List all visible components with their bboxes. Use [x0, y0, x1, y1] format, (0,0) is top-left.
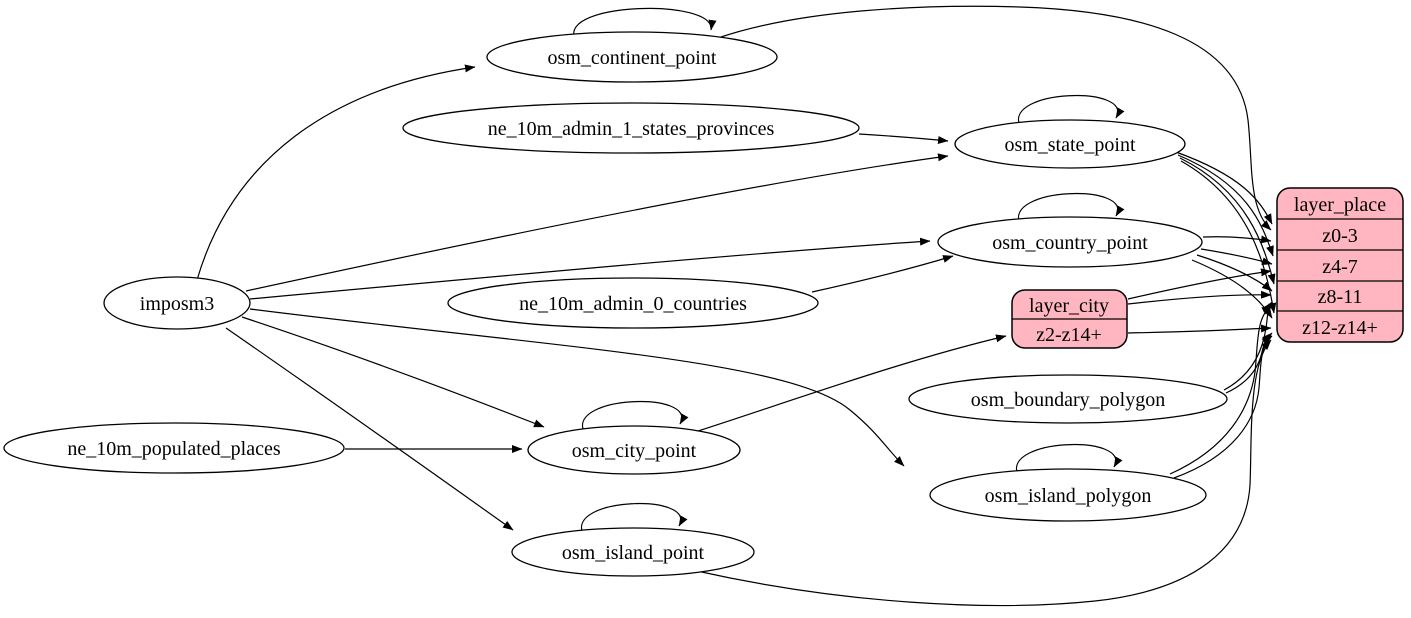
node-ne_10m_populated_places: ne_10m_populated_places [3, 422, 345, 474]
edge-layer_city-to-layer_place-z12-z14 [1127, 324, 1272, 334]
node-osm_continent_point-shape [486, 31, 778, 83]
record-layer_place-row-z0-3: z0-3 [1322, 225, 1358, 247]
edge-imposm3-to-osm_state_point [245, 153, 949, 292]
record-layer_place-row-z8-11: z8-11 [1318, 286, 1363, 308]
record-layer_place-title: layer_place [1294, 194, 1386, 216]
record-layer_place-row-z4-7: z4-7 [1322, 256, 1358, 278]
edge-ne_10m_admin_1_states_provinces-to-osm_state_point [858, 133, 949, 144]
edge-self-loop-osm_country_point [1017, 192, 1125, 225]
edge-self-loop-osm_city_point [581, 400, 689, 433]
edge-osm_state_point-to-layer_place-z8-11 [1179, 157, 1276, 285]
node-ne_10m_admin_1_states_provinces-shape [402, 102, 860, 154]
node-osm_island_point-shape [511, 527, 755, 577]
edge-osm_island_point-to-layer_place-z12-z14 [696, 339, 1272, 607]
node-osm_country_point-shape [937, 216, 1203, 268]
node-osm_state_point-label: osm_state_point [1004, 134, 1136, 156]
edge-osm_island_polygon-to-layer_place-z12-z14 [1173, 335, 1273, 479]
node-osm_state_point: osm_state_point [954, 119, 1186, 169]
node-osm_continent_point: osm_continent_point [486, 31, 778, 83]
edge-ne_10m_admin_0_countries-to-osm_country_point [811, 255, 954, 293]
node-ne_10m_populated_places-label: ne_10m_populated_places [67, 438, 280, 460]
node-ne_10m_admin_0_countries-label: ne_10m_admin_0_countries [519, 293, 747, 315]
node-osm_island_point: osm_island_point [511, 527, 755, 577]
record-layer_place-box [1276, 187, 1404, 343]
edge-imposm3-to-osm_continent_point [196, 64, 476, 281]
edge-layer_city-to-layer_place-z8-11 [1127, 290, 1272, 305]
nodes-layer: imposm3 ne_10m_populated_places ne_10m_a… [3, 31, 1404, 577]
node-ne_10m_admin_0_countries-shape [447, 277, 819, 329]
node-osm_island_point-label: osm_island_point [562, 542, 705, 564]
edge-self-loop-osm_state_point [1017, 94, 1125, 127]
node-osm_city_point-label: osm_city_point [572, 440, 697, 462]
edge-osm_country_point-to-layer_place-z12-z14 [1191, 259, 1273, 319]
edge-osm_country_point-to-layer_place-z0-3 [1202, 235, 1272, 244]
edge-osm_island_polygon-to-layer_place-z8-11 [1169, 305, 1273, 475]
node-ne_10m_admin_1_states_provinces-label: ne_10m_admin_1_states_provinces [488, 118, 775, 140]
record-layer_place-row-z12-z14: z12-z14+ [1302, 317, 1378, 339]
edge-imposm3-to-osm_city_point [241, 316, 545, 428]
edge-imposm3-to-osm_island_point [225, 327, 514, 531]
node-osm_city_point: osm_city_point [527, 425, 741, 475]
edge-osm_continent_point-to-layer_place-z0-3 [717, 5, 1272, 231]
record-layer_place: layer_place z0-3 z4-7 z8-11 z12-z14+ [1276, 187, 1404, 343]
node-osm_boundary_polygon: osm_boundary_polygon [908, 374, 1228, 424]
node-osm_island_polygon-shape [929, 468, 1207, 522]
node-osm_city_point-shape [527, 425, 741, 475]
edge-imposm3-to-osm_country_point [249, 237, 931, 300]
node-imposm3: imposm3 [103, 276, 251, 330]
edge-osm_state_point-to-layer_place-z0-3 [1175, 151, 1273, 225]
node-osm_state_point-shape [954, 119, 1186, 169]
edge-imposm3-to-osm_island_polygon [249, 308, 905, 467]
node-osm_island_polygon: osm_island_polygon [929, 468, 1207, 522]
edge-self-loop-osm_island_polygon [1015, 443, 1123, 476]
edge-osm_city_point-to-layer_city [697, 334, 1007, 432]
node-osm_country_point: osm_country_point [937, 216, 1203, 268]
record-layer_city-title: layer_city [1029, 295, 1109, 317]
node-imposm3-label: imposm3 [140, 293, 214, 315]
edge-self-loop-osm_island_point [580, 502, 688, 535]
record-layer_city-row-z2-z14: z2-z14+ [1036, 324, 1102, 346]
node-imposm3-shape [103, 276, 251, 330]
node-osm_country_point-label: osm_country_point [992, 232, 1148, 254]
node-osm_continent_point-label: osm_continent_point [548, 47, 717, 69]
edge-osm_state_point-to-layer_place-z4-7 [1177, 154, 1274, 257]
edge-osm_country_point-to-layer_place-z4-7 [1200, 248, 1273, 266]
record-layer_city: layer_city z2-z14+ [1011, 289, 1128, 349]
edge-layer_city-to-layer_place-z4-7 [1127, 268, 1272, 300]
node-osm_boundary_polygon-shape [908, 374, 1228, 424]
node-ne_10m_populated_places-shape [3, 422, 345, 474]
node-osm_boundary_polygon-label: osm_boundary_polygon [971, 389, 1165, 411]
edge-osm_country_point-to-layer_place-z8-11 [1196, 254, 1273, 292]
node-ne_10m_admin_0_countries: ne_10m_admin_0_countries [447, 277, 819, 329]
node-ne_10m_admin_1_states_provinces: ne_10m_admin_1_states_provinces [402, 102, 860, 154]
edges-layer [196, 5, 1277, 607]
node-osm_island_polygon-label: osm_island_polygon [985, 485, 1152, 507]
edge-self-loop-osm_continent_point [573, 7, 717, 40]
